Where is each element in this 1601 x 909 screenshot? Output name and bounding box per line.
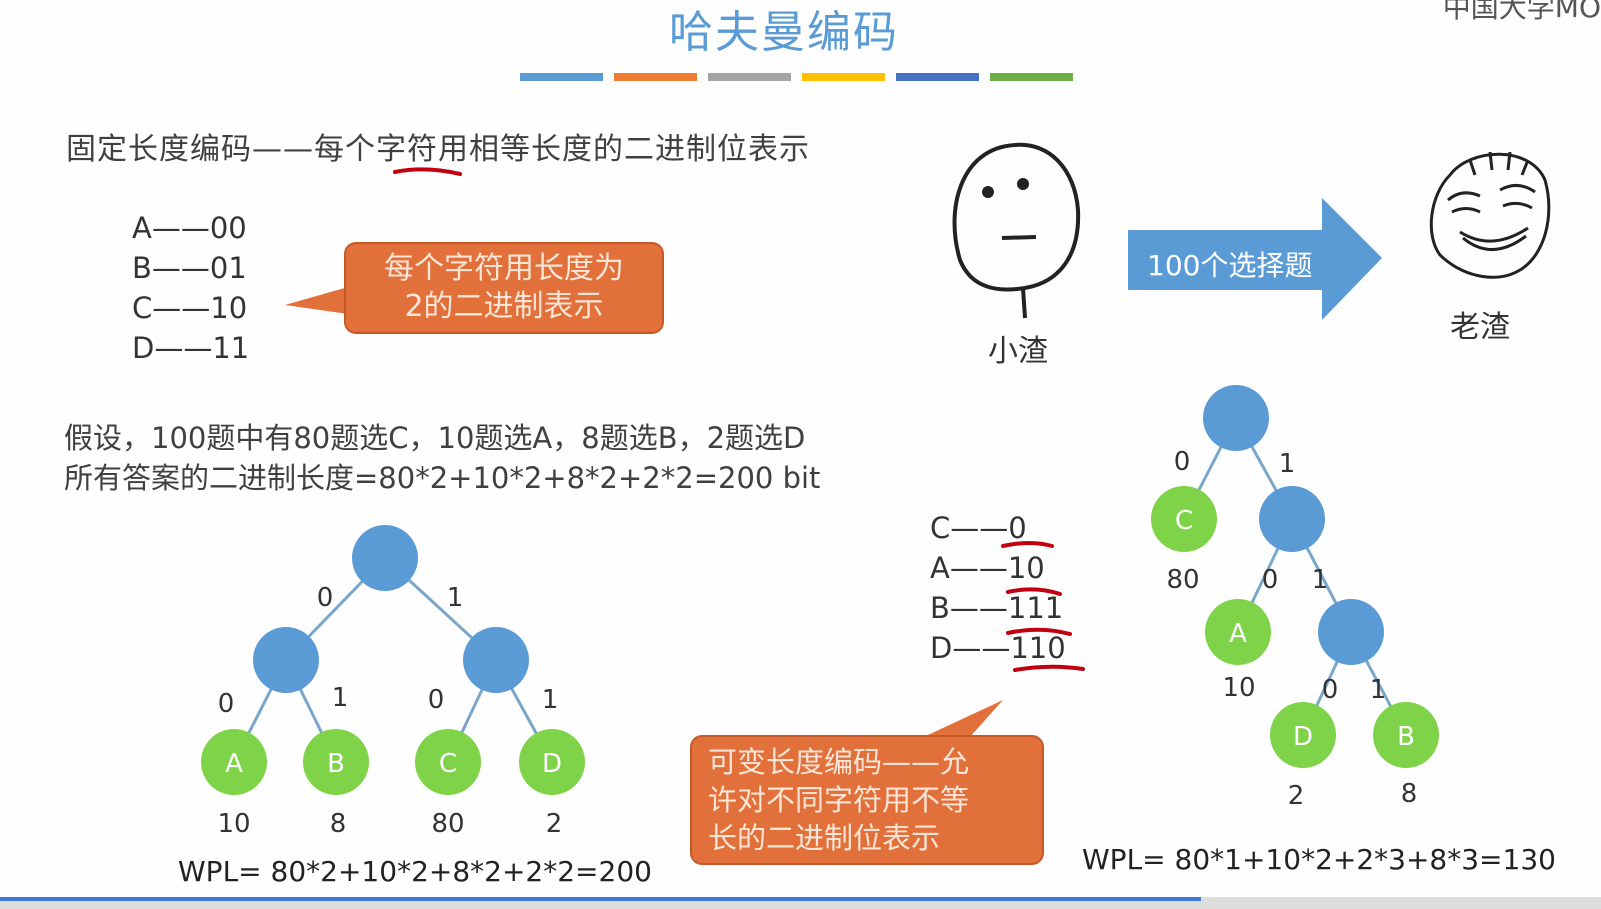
assumption-line1: 假设，100题中有80题选C，10题选A，8题选B，2题选D xyxy=(64,421,806,455)
poker-face-icon xyxy=(952,142,1081,319)
right-edge-label: 0 xyxy=(1262,565,1279,595)
right-edge-label: 1 xyxy=(1279,449,1296,479)
left-leaf-label: A xyxy=(225,749,243,779)
right-tree-root-node xyxy=(1203,385,1269,451)
assumption-paragraph: 假设，100题中有80题选C，10题选A，8题选B，2题选D 所有答案的二进制长… xyxy=(64,418,820,498)
right-leaf-weight: 8 xyxy=(1401,779,1418,809)
color-bar xyxy=(990,73,1073,81)
right-tree-internal-node xyxy=(1318,599,1384,665)
left-tree-root-node xyxy=(352,525,418,591)
variable-callout-line1: 可变长度编码——允 xyxy=(708,745,970,779)
left-leaf-label: B xyxy=(327,749,345,779)
left-leaf-weight: 8 xyxy=(330,809,347,839)
right-leaf-weight: 10 xyxy=(1222,673,1255,703)
variable-callout-line3: 长的二进制位表示 xyxy=(708,821,941,855)
left-leaf-weight: 10 xyxy=(217,809,250,839)
fixed-length-heading: 固定长度编码——每个字符用相等长度的二进制位表示 xyxy=(66,132,810,167)
fixed-code-b: B——01 xyxy=(132,251,247,285)
fixed-code-c: C——10 xyxy=(132,291,248,325)
left-edge-label: 0 xyxy=(428,685,445,715)
color-bar xyxy=(708,73,791,81)
right-leaf-weight: 2 xyxy=(1288,781,1305,811)
left-tree-internal-node xyxy=(463,627,529,693)
fixed-callout-line1: 每个字符用长度为 xyxy=(384,251,624,286)
right-tree-leaf-node xyxy=(1205,599,1271,665)
right-wpl-formula: WPL= 80*1+10*2+2*3+8*3=130 xyxy=(1082,843,1556,876)
right-face-label: 老渣 xyxy=(1450,310,1510,345)
color-bar xyxy=(896,73,979,81)
rage-face-icon xyxy=(1429,151,1551,279)
color-bar xyxy=(802,73,885,81)
right-leaf-label: B xyxy=(1397,722,1415,752)
left-edge-label: 0 xyxy=(218,689,235,719)
left-leaf-weight: 80 xyxy=(431,809,464,839)
left-leaf-label: C xyxy=(439,749,457,779)
left-wpl-formula: WPL= 80*2+10*2+8*2+2*2=200 xyxy=(178,855,652,888)
color-bar xyxy=(614,73,697,81)
color-bar xyxy=(520,73,603,81)
logo-text: 中国大学MO xyxy=(1442,0,1601,24)
right-edge-label: 0 xyxy=(1174,447,1191,477)
right-leaf-weight: 80 xyxy=(1166,565,1199,595)
left-leaf-label: D xyxy=(542,749,562,779)
right-leaf-label: C xyxy=(1175,506,1193,536)
left-tree-internal-node xyxy=(253,627,319,693)
right-tree-leaf-node xyxy=(1270,702,1336,768)
color-bars xyxy=(520,73,1073,81)
variable-code-a: A——10 xyxy=(930,551,1045,585)
left-edge-label: 0 xyxy=(317,583,334,613)
right-tree-leaf-node xyxy=(1373,702,1439,768)
variable-code-d: D——110 xyxy=(930,631,1066,665)
fixed-codes-list: A——00 B——01 C——10 D——11 xyxy=(132,208,249,368)
right-leaf-label: D xyxy=(1293,722,1313,752)
right-tree-leaf-node xyxy=(1151,486,1217,552)
variable-callout: 可变长度编码——允 许对不同字符用不等 长的二进制位表示 xyxy=(690,735,1044,865)
left-tree-leaf-node xyxy=(415,729,481,795)
arrow-text: 100个选择题 xyxy=(1147,249,1313,282)
right-edge-label: 0 xyxy=(1322,675,1339,705)
fixed-callout: 每个字符用长度为 2的二进制表示 xyxy=(344,242,664,334)
left-edge-label: 1 xyxy=(542,685,559,715)
right-tree-internal-node xyxy=(1259,486,1325,552)
variable-callout-line2: 许对不同字符用不等 xyxy=(708,783,970,817)
variable-code-c: C——0 xyxy=(930,511,1027,545)
fixed-callout-line2: 2的二进制表示 xyxy=(404,289,604,324)
transition-arrow xyxy=(1128,198,1382,320)
variable-codes-list: C——0 A——10 B——111 D——110 xyxy=(930,508,1066,668)
right-edge-label: 1 xyxy=(1370,675,1387,705)
page-title: 哈夫曼编码 xyxy=(669,7,899,58)
fixed-code-a: A——00 xyxy=(132,211,247,245)
left-leaf-weight: 2 xyxy=(546,809,563,839)
fixed-callout-pointer xyxy=(285,285,355,315)
left-edge-label: 1 xyxy=(447,583,464,613)
variable-code-b: B——111 xyxy=(930,591,1064,625)
video-progress-fill xyxy=(0,897,1201,901)
red-underline xyxy=(393,167,462,176)
left-tree-leaf-node xyxy=(303,729,369,795)
right-leaf-label: A xyxy=(1229,619,1247,649)
left-tree-leaf-node xyxy=(201,729,267,795)
video-progress-bar[interactable] xyxy=(0,897,1601,909)
right-edge-label: 1 xyxy=(1312,565,1329,595)
left-face-label: 小渣 xyxy=(988,334,1048,369)
left-tree-leaf-node xyxy=(519,729,585,795)
fixed-code-d: D——11 xyxy=(132,331,250,365)
assumption-line2: 所有答案的二进制长度=80*2+10*2+8*2+2*2=200 bit xyxy=(64,461,821,495)
left-edge-label: 1 xyxy=(332,683,349,713)
